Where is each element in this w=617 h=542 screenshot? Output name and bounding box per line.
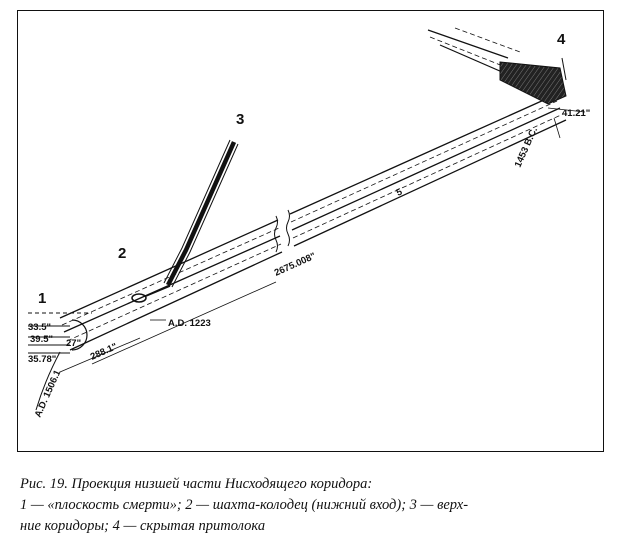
dimension-left-mid: 39.5": [30, 334, 53, 345]
dimension-1453-bc: 1453 B.C.: [513, 126, 540, 170]
figure-caption: Рис. 19. Проекция низшей части Нисходяще…: [20, 474, 610, 537]
callout-2: 2: [118, 245, 126, 262]
figure-frame: [17, 10, 604, 452]
callout-3: 3: [236, 111, 244, 128]
caption-line-3: ние коридоры; 4 — скрытая притолока: [20, 518, 266, 534]
well-entrance: [131, 285, 171, 303]
caption-line-1: Рис. 19. Проекция низшей части Нисходяще…: [20, 476, 373, 492]
callout-1: 1: [38, 290, 46, 307]
dimension-left-top: 33.5": [28, 322, 51, 333]
plane-of-death: [28, 312, 92, 411]
corridor-projection-diagram: 1 2 3 4 A.D. 1223 2675.008" 1453 B.C. 41…: [28, 27, 590, 419]
dimension-27: 27": [66, 338, 81, 349]
dimension-5: 5: [395, 186, 405, 198]
caption-line-2: 1 — «плоскость смерти»; 2 — шахта-колоде…: [20, 497, 469, 513]
dimension-ad-1223: A.D. 1223: [168, 318, 211, 329]
well-shaft: [163, 139, 239, 288]
dimension-2675: 2675.008": [273, 251, 318, 279]
dimension-left-low: 35.78": [28, 354, 56, 365]
descending-corridor-upper: [274, 94, 567, 253]
callout-4: 4: [557, 31, 566, 48]
dimension-lines: [59, 107, 586, 373]
dimension-288-1: 288.1": [89, 341, 119, 363]
descending-corridor-lower: [59, 219, 283, 351]
dimension-41-21: 41.21": [562, 108, 590, 119]
hidden-lintel: [499, 57, 567, 105]
